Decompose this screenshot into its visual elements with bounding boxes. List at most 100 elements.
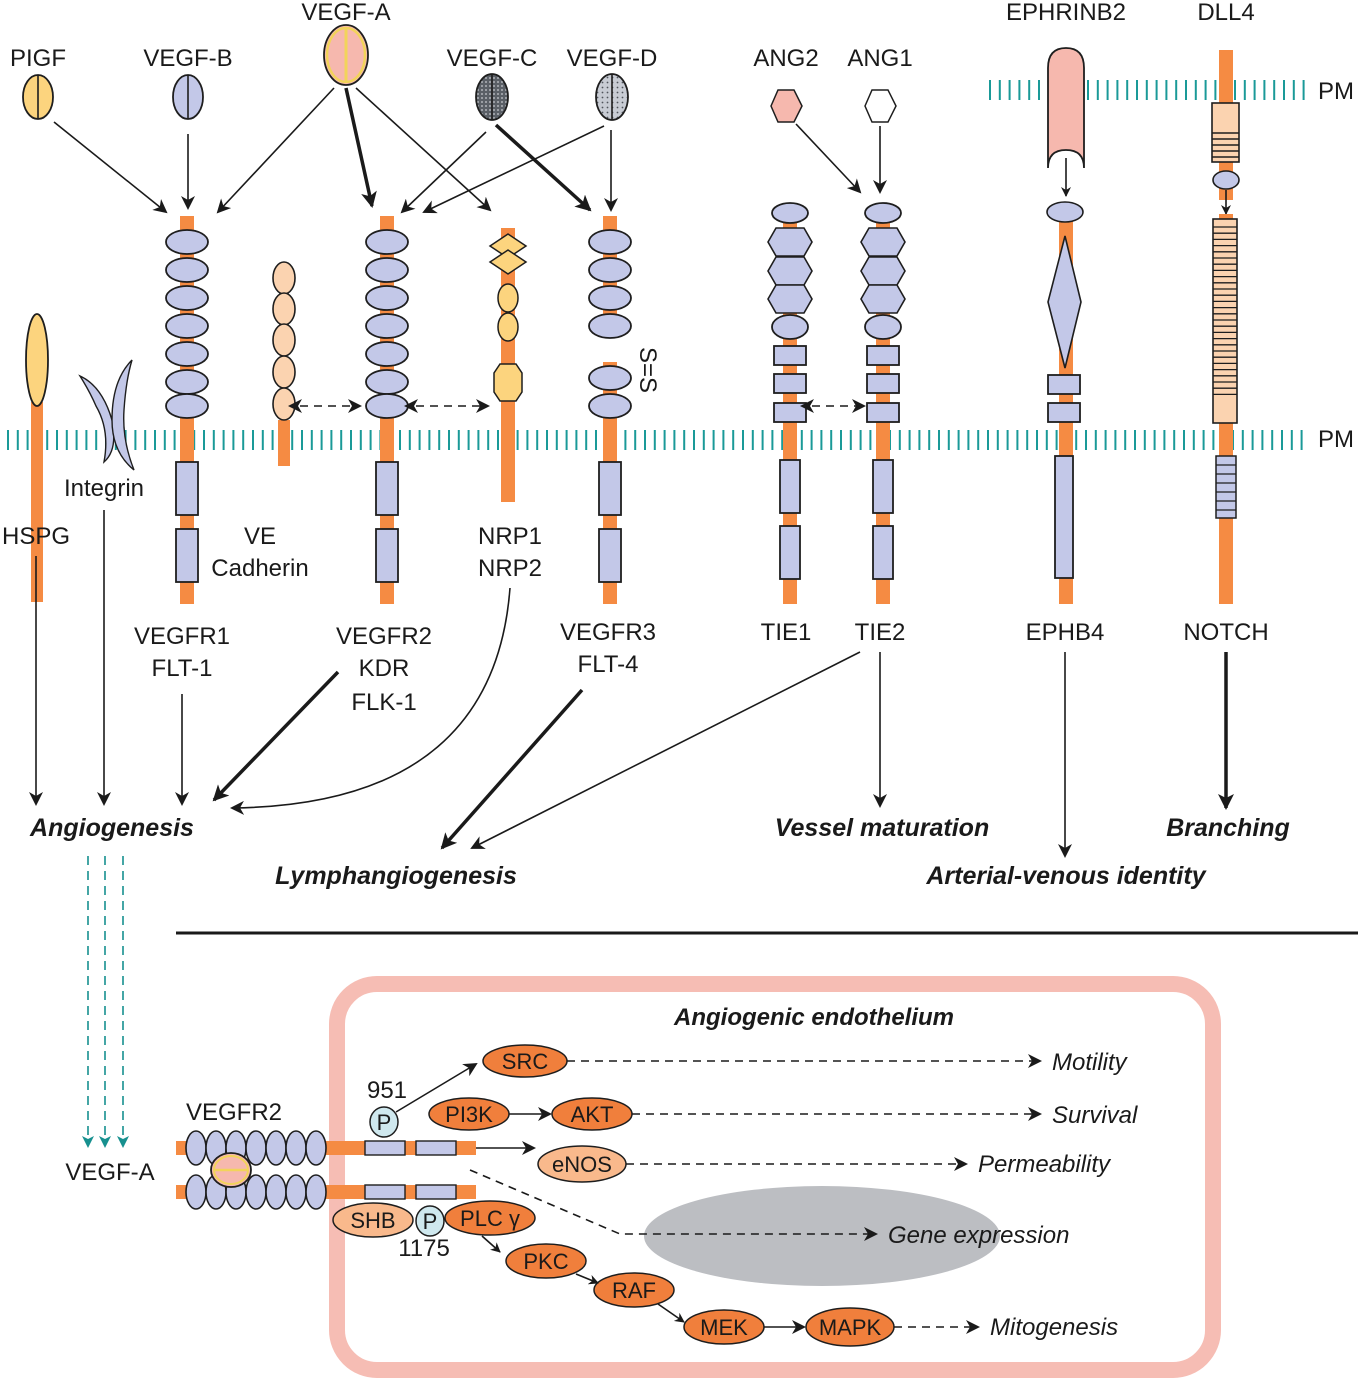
kinase-domain <box>779 459 801 514</box>
phospho-site-1175: P <box>415 1205 445 1237</box>
ig-domain <box>365 285 409 311</box>
ig-domain <box>305 1130 327 1166</box>
ig-domain <box>285 1174 307 1210</box>
kinase-domain <box>779 525 801 580</box>
kinase-domain <box>175 528 199 583</box>
hspg-label: HSPG <box>2 523 70 550</box>
fn-domain <box>866 373 900 394</box>
svg-text:MEK: MEK <box>700 1315 748 1340</box>
fn-domain <box>773 402 807 423</box>
pm-label-upper: PM <box>1318 78 1354 105</box>
ephrinb2-label: EPHRINB2 <box>1006 0 1126 26</box>
svg-text:P: P <box>423 1209 438 1234</box>
kinase-domain <box>598 528 622 583</box>
kinase-domain <box>872 525 894 580</box>
signaling-arrows <box>395 1054 1042 1334</box>
ig-domain <box>245 1174 267 1210</box>
vegf-c-label: VEGF-C <box>447 45 538 72</box>
ig-domain <box>305 1174 327 1210</box>
kinase-domain <box>415 1184 457 1200</box>
vegfr2-label-3: FLK-1 <box>351 689 416 716</box>
ig-domain <box>771 314 809 340</box>
mapk-node: MAPK <box>805 1307 895 1347</box>
ig-domain <box>165 313 209 339</box>
egf-domain <box>767 227 813 257</box>
svg-text:SHB: SHB <box>350 1208 395 1233</box>
kinase-domain <box>598 461 622 516</box>
branching-outcome: Branching <box>1166 814 1290 842</box>
akt-node: AKT <box>551 1097 633 1131</box>
ig-domain <box>365 369 409 395</box>
survival-effect: Survival <box>1052 1102 1138 1129</box>
vegf-d-label: VEGF-D <box>567 45 658 72</box>
gene-expression-effect: Gene expression <box>888 1222 1069 1249</box>
egf-domain <box>860 227 906 257</box>
vegfr1-label-1: VEGFR1 <box>134 623 230 650</box>
ig-domain <box>265 1174 287 1210</box>
ig-domain <box>365 257 409 283</box>
ig-domain <box>588 285 632 311</box>
vegfr3-label-1: VEGFR3 <box>560 619 656 646</box>
outcome-arrows <box>29 510 1234 858</box>
ig-domain <box>588 365 632 391</box>
kinase-domain <box>375 461 399 516</box>
ve-cadherin-receptor <box>272 261 296 466</box>
vegfr2-label-1: VEGFR2 <box>336 623 432 650</box>
fn-domain <box>866 345 900 366</box>
ligand-receptor-arrows <box>53 87 887 214</box>
angiogenic-endothelium-title: Angiogenic endothelium <box>673 1004 954 1031</box>
vegf-c-ligand <box>475 73 509 121</box>
ig-domain <box>165 285 209 311</box>
ig-domain <box>185 1130 207 1166</box>
ig-domain <box>365 393 409 419</box>
signaling-vegfr2-label: VEGFR2 <box>186 1099 282 1126</box>
fn-domain <box>866 402 900 423</box>
kinase-domain <box>872 459 894 514</box>
egf-domain <box>860 284 906 314</box>
vegfr1-receptor <box>165 216 209 604</box>
vegfr2-receptor <box>365 216 409 604</box>
ve-cadherin-label-2: Cadherin <box>211 555 308 582</box>
kinase-domain <box>415 1140 457 1156</box>
integrin-label: Integrin <box>64 475 144 502</box>
ig-domain <box>588 257 632 283</box>
cadherin-domain <box>272 387 296 421</box>
ig-domain <box>265 1130 287 1166</box>
ig-domain <box>771 202 809 224</box>
cadherin-domain <box>272 323 296 357</box>
motility-effect: Motility <box>1052 1049 1129 1076</box>
dll4-label: DLL4 <box>1197 0 1254 26</box>
svg-text:RAF: RAF <box>612 1278 656 1303</box>
plasma-membrane <box>7 430 1303 450</box>
ig-domain <box>165 341 209 367</box>
pi3k-node: PI3K <box>428 1097 510 1131</box>
tie1-receptor <box>767 202 813 604</box>
fn-domain <box>773 373 807 394</box>
vegfr1-label-2: FLT-1 <box>152 655 213 682</box>
egf-domain <box>767 284 813 314</box>
ig-domain <box>588 229 632 255</box>
lymphangiogenesis-outcome: Lymphangiogenesis <box>275 862 517 890</box>
mek-node: MEK <box>683 1309 765 1345</box>
tie1-label: TIE1 <box>761 619 812 646</box>
vegf-a-ligand <box>323 24 369 86</box>
nrp-label-2: NRP2 <box>478 555 542 582</box>
notch-receptor <box>1212 214 1238 604</box>
vegfr2-label-2: KDR <box>359 655 410 682</box>
pm-label: PM <box>1318 426 1354 453</box>
signaling-vegfa-label: VEGF-A <box>65 1159 154 1186</box>
pigf-ligand <box>22 74 54 120</box>
svg-text:PLC γ: PLC γ <box>460 1206 520 1231</box>
ig-domain <box>864 202 902 224</box>
vegfr3-label-2: FLT-4 <box>578 651 639 678</box>
dimer-vegf-a-ligand <box>210 1152 252 1188</box>
vegf-b-label: VEGF-B <box>143 45 232 72</box>
kinase-domain <box>175 461 199 516</box>
svg-text:P: P <box>377 1110 392 1135</box>
ig-domain <box>864 314 902 340</box>
ang2-ligand <box>770 89 803 123</box>
ig-domain <box>165 257 209 283</box>
kinase-domain <box>375 528 399 583</box>
hspg-receptor <box>25 313 49 602</box>
